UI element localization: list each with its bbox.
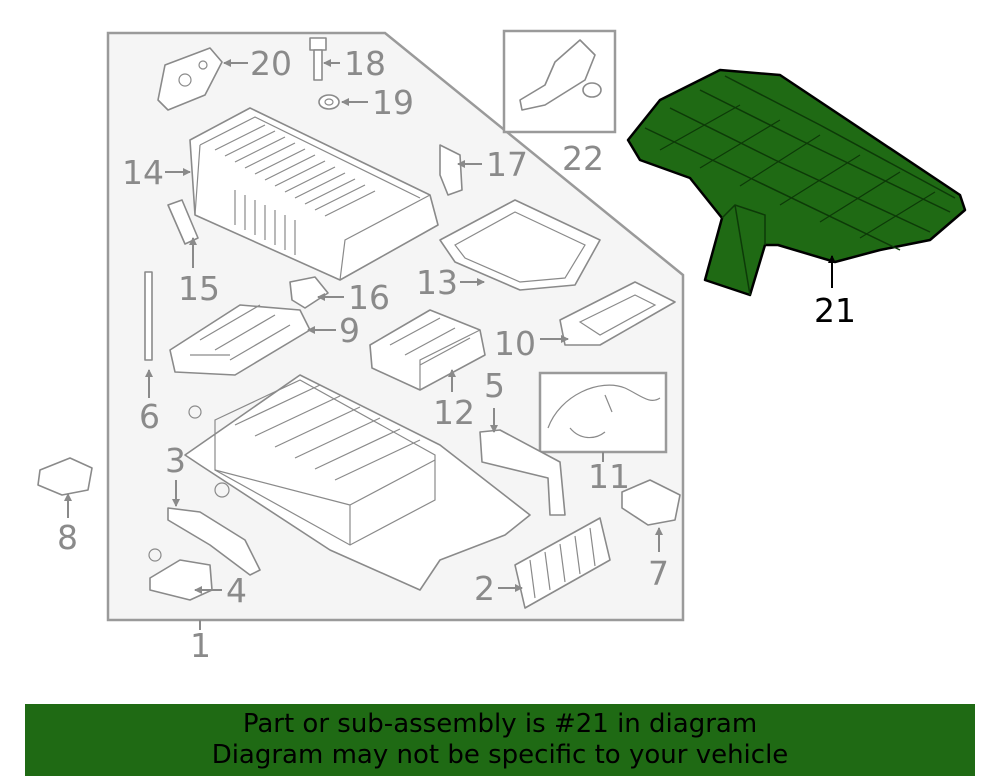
callout-9: 9 (339, 311, 360, 350)
part-21-skid-plate[interactable] (626, 68, 967, 297)
info-banner: Part or sub-assembly is #21 in diagram D… (25, 704, 975, 776)
callout-18: 18 (344, 44, 386, 83)
part-16-plate[interactable] (289, 276, 329, 309)
part-1-battery-tray[interactable] (148, 374, 531, 591)
callout-7: 7 (648, 554, 669, 593)
callout-17: 17 (486, 145, 528, 184)
part-22-bracket[interactable] (519, 39, 602, 111)
callout-6: 6 (139, 397, 160, 436)
part-11-wire-harness[interactable] (547, 384, 661, 439)
callout-20: 20 (250, 44, 292, 83)
callout-12: 12 (433, 393, 475, 432)
callout-8: 8 (57, 518, 78, 557)
callout-2: 2 (474, 569, 495, 608)
subassembly-11-frame (538, 371, 668, 454)
callout-11: 11 (588, 457, 630, 496)
part-13-cover-plate[interactable] (439, 199, 601, 291)
leader-lines (64, 59, 836, 630)
callout-19: 19 (372, 83, 414, 122)
part-5-shield[interactable] (479, 429, 566, 516)
part-18-sensor[interactable] (309, 37, 327, 81)
part-15-seal[interactable] (167, 199, 199, 245)
callout-22: 22 (562, 139, 604, 178)
part-7-connector[interactable] (621, 479, 681, 526)
callout-21: 21 (814, 291, 856, 330)
part-19-washer[interactable] (318, 94, 340, 110)
banner-line-1: Part or sub-assembly is #21 in diagram (242, 709, 758, 739)
part-12-module[interactable] (369, 309, 486, 391)
callout-3: 3 (165, 441, 186, 480)
callout-5: 5 (484, 366, 505, 405)
part-6-rod[interactable] (144, 271, 153, 361)
callout-1: 1 (190, 626, 211, 665)
callout-13: 13 (416, 263, 458, 302)
part-2-panel[interactable] (514, 517, 611, 609)
callout-4: 4 (226, 571, 247, 610)
callout-15: 15 (178, 269, 220, 308)
part-8-bracket[interactable] (37, 457, 93, 496)
part-17-bracket[interactable] (439, 144, 463, 196)
callout-16: 16 (348, 278, 390, 317)
part-14-battery-cover[interactable] (189, 107, 439, 281)
callout-14: 14 (122, 153, 164, 192)
part-20-bracket[interactable] (157, 47, 223, 111)
callout-10: 10 (494, 324, 536, 363)
banner-line-2: Diagram may not be specific to your vehi… (211, 740, 789, 770)
part-3-bracket[interactable] (167, 507, 261, 576)
